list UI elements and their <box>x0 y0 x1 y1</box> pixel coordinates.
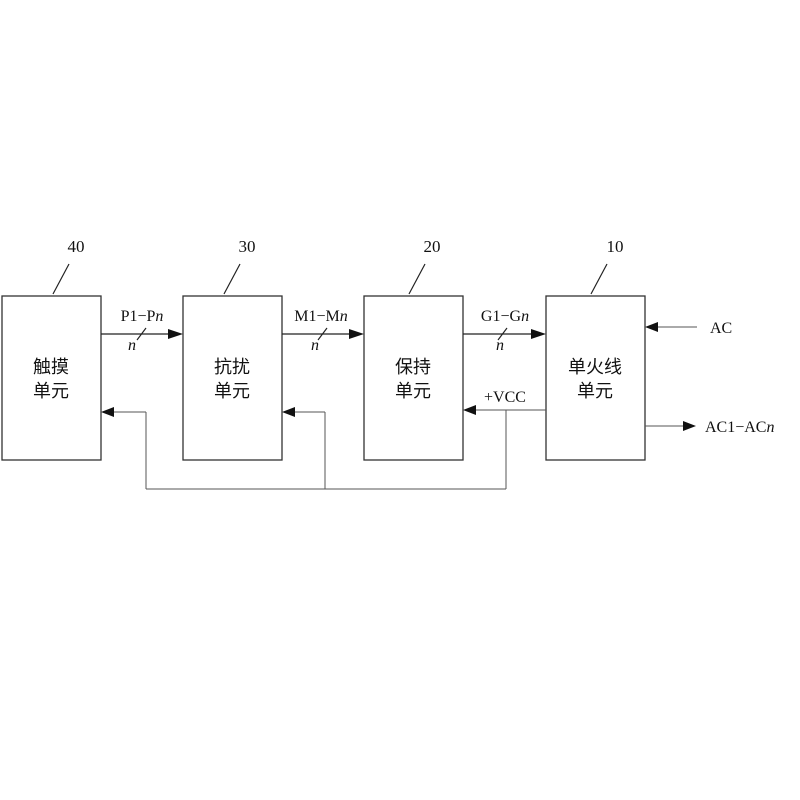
m-bus-width-slash <box>317 327 328 341</box>
anti-interference-unit-block: 抗扰 单元 <box>182 295 283 461</box>
anti-interference-unit-ref-leader <box>223 263 241 295</box>
touch-unit-box <box>1 295 102 461</box>
hold-unit-block: 保持 单元 <box>363 295 464 461</box>
single-live-wire-unit-label-line1: 单火线 <box>568 357 622 377</box>
vcc-label: +VCC <box>484 389 526 406</box>
anti-interference-unit-label-line1: 抗扰 <box>214 357 250 377</box>
single-live-wire-unit-block: 单火线 单元 <box>545 295 646 461</box>
ac-input-arrowhead <box>645 322 658 332</box>
single-live-wire-unit-ref-leader <box>590 263 608 295</box>
hold-unit-box <box>363 295 464 461</box>
m-bus-width-label: n <box>311 337 319 354</box>
touch-unit-block: 触摸 单元 <box>1 295 102 461</box>
p-bus-connection: P1−Pn n <box>101 308 183 354</box>
m-bus-label: M1−Mn <box>294 308 347 325</box>
p-bus-arrowhead <box>168 329 183 339</box>
ac-input-label: AC <box>710 320 732 337</box>
p-bus-width-label: n <box>128 337 136 354</box>
vcc-to-hold-arrowhead <box>463 405 476 415</box>
single-live-wire-unit-ref-number: 10 <box>607 237 624 256</box>
single-live-wire-unit-box <box>545 295 646 461</box>
single-live-wire-unit-label-line2: 单元 <box>577 381 613 401</box>
g-bus-width-slash <box>497 327 508 341</box>
anti-interference-unit-box <box>182 295 283 461</box>
g-bus-label: G1−Gn <box>481 308 529 325</box>
vcc-to-anti-interference-arrowhead <box>282 407 295 417</box>
ac-output-connection: AC1−ACn <box>645 419 774 436</box>
anti-interference-unit-label-line2: 单元 <box>214 381 250 401</box>
touch-unit-ref-leader <box>52 263 70 295</box>
hold-unit-ref-number: 20 <box>424 237 441 256</box>
g-bus-arrowhead <box>531 329 546 339</box>
touch-unit-ref-number: 40 <box>68 237 85 256</box>
vcc-power-network: +VCC <box>101 389 546 490</box>
anti-interference-unit-ref-number: 30 <box>239 237 256 256</box>
g-bus-width-label: n <box>496 337 504 354</box>
hold-unit-label-line2: 单元 <box>395 381 431 401</box>
touch-unit-label-line1: 触摸 <box>33 357 69 377</box>
ac-output-label: AC1−ACn <box>705 419 774 436</box>
g-bus-connection: G1−Gn n <box>463 308 546 354</box>
ac-input-connection: AC <box>645 320 732 337</box>
p-bus-width-slash <box>136 327 147 341</box>
hold-unit-ref-leader <box>408 263 426 295</box>
touch-unit-label-line2: 单元 <box>33 381 69 401</box>
m-bus-connection: M1−Mn n <box>282 308 364 354</box>
p-bus-label: P1−Pn <box>121 308 164 325</box>
ac-output-arrowhead <box>683 421 696 431</box>
hold-unit-label-line1: 保持 <box>395 357 431 377</box>
m-bus-arrowhead <box>349 329 364 339</box>
vcc-to-touch-arrowhead <box>101 407 114 417</box>
